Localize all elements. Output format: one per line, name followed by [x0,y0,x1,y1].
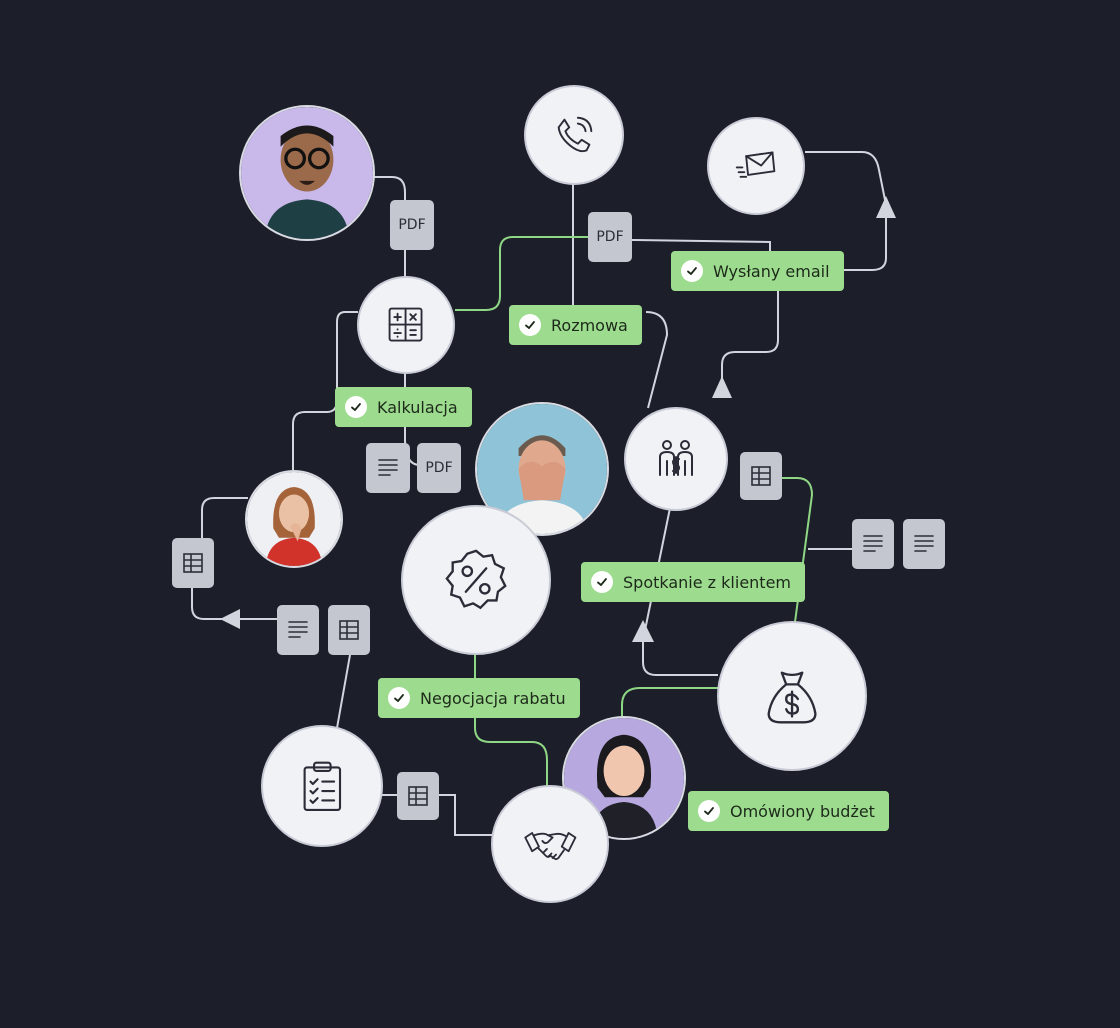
table-doc-bottom[interactable] [397,772,439,820]
percent-badge-icon [445,549,507,610]
text-document-icon [863,535,883,552]
check-icon [519,314,541,336]
pdf-doc-center[interactable]: PDF [417,443,461,493]
pdf-doc-top-left[interactable]: PDF [390,200,434,250]
table-doc-partners[interactable] [740,452,782,500]
pdf-doc-top-center[interactable]: PDF [588,212,632,262]
check-icon [698,800,720,822]
label-client-meeting[interactable]: Spotkanie z klientem [581,562,806,602]
avatar-man-glasses [239,105,375,241]
label-text: Spotkanie z klientem [623,572,792,592]
table-doc-left[interactable] [172,538,214,588]
handshake-icon [524,831,576,860]
label-discount-negotiation[interactable]: Negocjacja rabatu [378,678,580,718]
table-icon [408,786,428,806]
label-text: Negocjacja rabatu [420,688,566,708]
text-doc-right-1[interactable] [852,519,894,569]
phone-node[interactable] [524,85,624,185]
partners-node[interactable] [624,407,728,511]
label-text: Kalkulacja [377,397,458,417]
table-doc-lower-left[interactable] [328,605,370,655]
discount-node[interactable] [401,505,551,655]
label-calculation[interactable]: Kalkulacja [335,387,472,427]
text-document-icon [378,459,398,476]
table-icon [751,466,771,486]
check-icon [388,687,410,709]
label-budget-discussed[interactable]: Omówiony budżet [688,791,889,831]
check-icon [681,260,703,282]
money-bag-icon [767,671,817,724]
envelope-icon [736,151,776,179]
deal-node[interactable] [491,785,609,903]
text-doc-center[interactable] [366,443,410,493]
check-icon [345,396,367,418]
label-text: Wysłany email [713,261,830,281]
email-node[interactable] [707,117,805,215]
label-text: Omówiony budżet [730,801,875,821]
partners-icon [659,440,693,476]
table-icon [183,553,203,573]
text-document-icon [288,621,308,638]
budget-node[interactable] [717,621,867,771]
text-doc-lower-left[interactable] [277,605,319,655]
table-icon [339,620,359,640]
calculator-node[interactable] [357,276,455,374]
label-call[interactable]: Rozmowa [509,305,642,345]
label-email-sent[interactable]: Wysłany email [671,251,844,291]
clipboard-icon [303,761,341,811]
calculator-icon [389,308,423,342]
phone-icon [557,116,593,153]
text-document-icon [914,535,934,552]
avatar-woman-thinking [245,470,343,568]
label-text: Rozmowa [551,315,628,335]
text-doc-right-2[interactable] [903,519,945,569]
checklist-node[interactable] [261,725,383,847]
check-icon [591,571,613,593]
